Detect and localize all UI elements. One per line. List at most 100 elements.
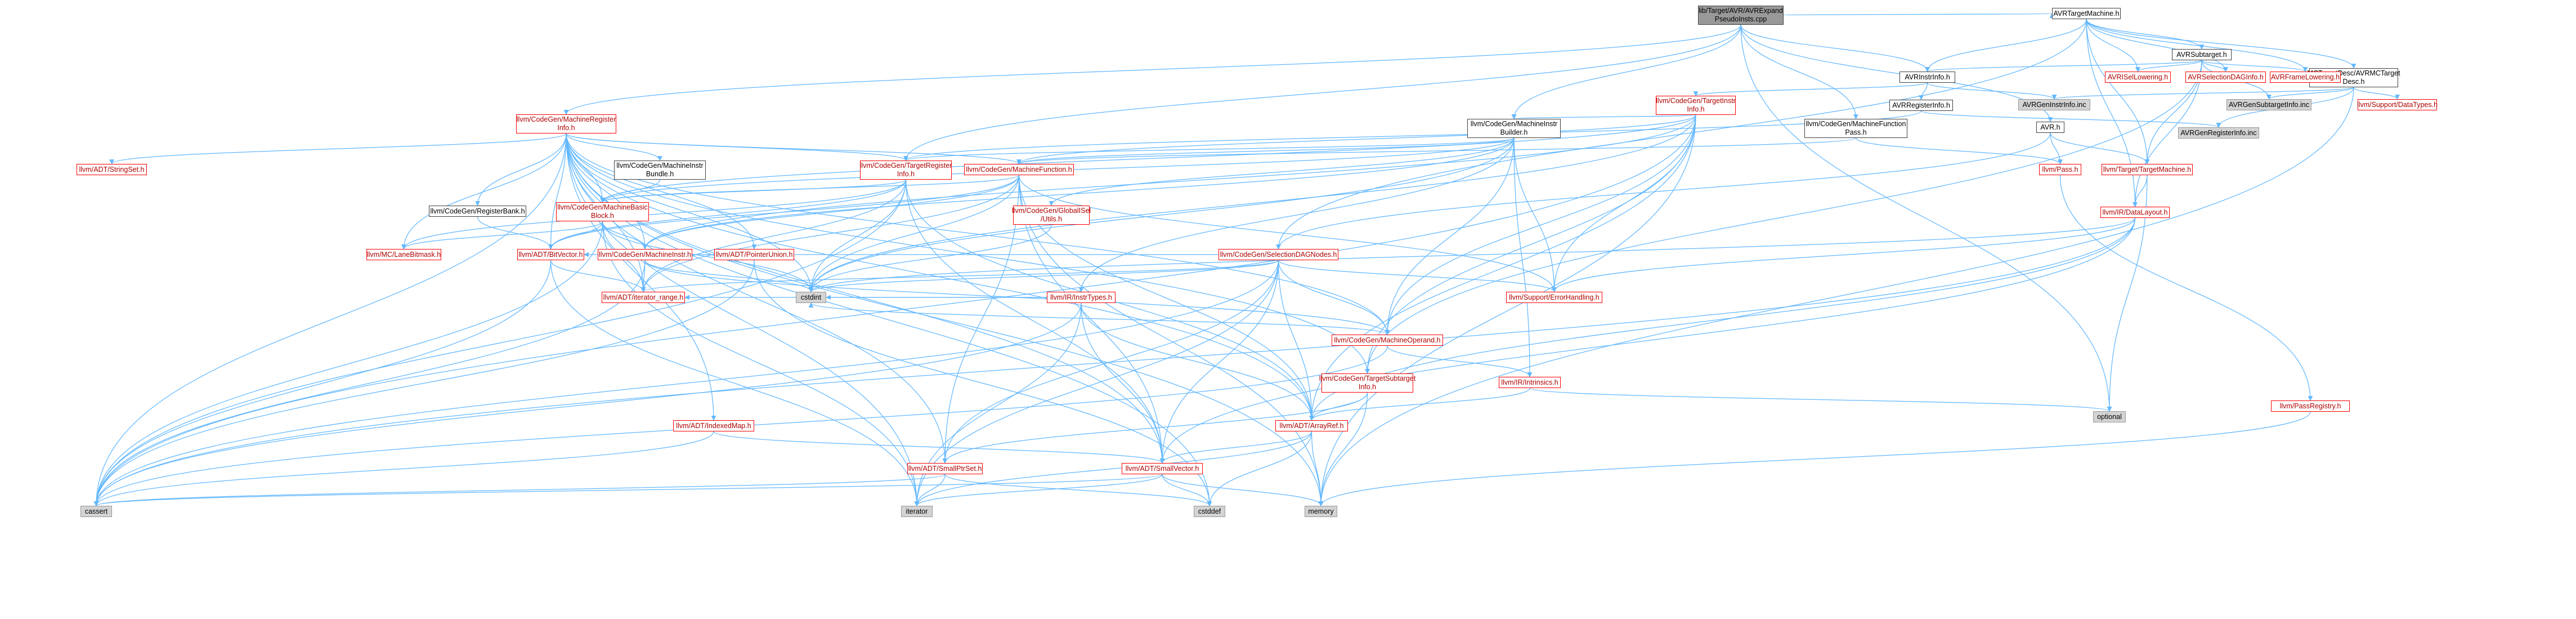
include-edge-avr_ii-to-tii [1693,82,1928,96]
node-adt-bit-vector[interactable]: llvm/ADT/BitVector.h [517,249,584,260]
include-edge-mctd-to-memory [1318,87,2354,506]
node-machine-function[interactable]: llvm/CodeGen/MachineFunction.h [964,164,1074,175]
include-edge-mf-to-smallvector [1018,175,1165,464]
node-llvm-pass[interactable]: llvm/Pass.h [2039,164,2081,175]
node-avr-frame-lowering[interactable]: AVRFrameLowering.h [2270,72,2341,83]
include-edge-mi-to-cassert [93,260,646,506]
node-pass-registry[interactable]: llvm/PassRegistry.h [2271,400,2350,412]
node-avr-isel-lowering[interactable]: AVRISelLowering.h [2105,72,2171,83]
include-edge-tri-to-smallvector [905,179,1165,464]
node-cstddef[interactable]: cstddef [1194,506,1225,517]
include-edge-sdnodes-to-arrayref [1278,260,1314,421]
node-ir-data-layout[interactable]: llvm/IR/DataLayout.h [2100,207,2170,218]
include-edge-root-to-optional [1740,24,2112,412]
node-iterator[interactable]: iterator [901,506,933,517]
node-avr-gen-instr-info[interactable]: AVRGenInstrInfo.inc [2018,99,2090,110]
node-target-target-machine[interactable]: llvm/Target/TargetMachine.h [2102,164,2193,175]
include-edge-mri-to-mi [566,133,648,250]
node-machine-instr[interactable]: llvm/CodeGen/MachineInstr.h [598,249,692,260]
node-support-data-types[interactable]: llvm/Support/DataTypes.h [2357,99,2438,110]
node-target-instr-info[interactable]: llvm/CodeGen/TargetInstr Info.h [1656,96,1736,115]
node-machine-basic-block[interactable]: llvm/CodeGen/MachineBasic Block.h [556,202,649,221]
node-machine-register-info[interactable]: llvm/CodeGen/MachineRegister Info.h [516,114,616,133]
node-adt-small-vector[interactable]: llvm/ADT/SmallVector.h [1122,463,1203,474]
node-machine-function-pass[interactable]: llvm/CodeGen/MachineFunction Pass.h [1804,119,1907,138]
include-edge-tri-to-iter_range [640,179,907,292]
include-edge-mbb-to-iterator [602,221,920,506]
node-avr-h[interactable]: AVR.h [2036,122,2064,133]
node-avr-gen-subtarget-info[interactable]: AVRGenSubtargetInfo.inc [2226,99,2311,110]
include-edge-datalayout-to-cassert [93,217,2136,506]
include-edge-intrinsics-to-optional [1529,388,2112,412]
node-memory[interactable]: memory [1305,506,1337,517]
node-adt-iterator-range[interactable]: llvm/ADT/iterator_range.h [602,292,685,303]
node-avr-selection-dag-info[interactable]: AVRSelectionDAGInfo.h [2185,72,2266,83]
include-edge-instrtypes-to-smallvector [1081,302,1165,464]
node-adt-string-set[interactable]: llvm/ADT/StringSet.h [77,164,147,175]
include-edge-mf-to-memory [1018,175,1324,506]
node-avr-register-info[interactable]: AVRRegisterInfo.h [1889,100,1953,111]
node-machine-operand[interactable]: llvm/CodeGen/MachineOperand.h [1332,335,1443,346]
node-support-error-handling[interactable]: llvm/Support/ErrorHandling.h [1506,292,1602,303]
include-edge-bitvector-to-cassert [93,260,552,506]
include-edge-mo-to-cstdint [808,302,1388,335]
include-edge-passregistry-to-memory [1318,411,2311,506]
include-edge-tii-to-mf [1016,114,1696,164]
include-edge-root-to-mib [1511,24,1741,119]
include-edge-bitvector-to-iter_range [550,260,646,292]
node-root[interactable]: lib/Target/AVR/AVRExpand PseudoInsts.cpp [1698,6,1784,25]
include-edge-tii-to-tsi [1365,114,1696,374]
include-edge-avr_st-to-tsi [1365,60,2202,374]
node-adt-small-ptr-set[interactable]: llvm/ADT/SmallPtrSet.h [907,463,983,474]
include-edge-mib-to-cstdint [808,137,1515,292]
include-edge-sdnodes-to-iterator [914,260,1279,506]
include-edge-avr_tm-to-avr_ii [1925,19,2087,72]
node-ir-intrinsics[interactable]: llvm/IR/Intrinsics.h [1499,377,1561,388]
include-edge-avr_st-to-avr_frame [2201,60,2308,72]
include-edge-avr_st-to-avr_isel [2135,60,2202,72]
include-edge-smallvector-to-cassert [94,474,1163,506]
node-machine-instr-bundle[interactable]: llvm/CodeGen/MachineInstr Bundle.h [614,161,706,180]
node-avr-instr-info[interactable]: AVRInstrInfo.h [1899,72,1955,83]
include-edge-smallptrset-to-iterator [914,474,946,506]
node-ir-instr-types[interactable]: llvm/IR/InstrTypes.h [1047,292,1115,303]
include-edge-bitvector-to-iterator [550,260,920,506]
include-edge-mib-to-instrtypes [1078,137,1515,292]
include-edge-avr_tm-to-target_tm [2086,19,2150,164]
node-mc-lane-bitmask[interactable]: llvm/MC/LaneBitmask.h [366,249,441,260]
node-adt-array-ref[interactable]: llvm/ADT/ArrayRef.h [1275,420,1348,431]
node-cassert[interactable]: cassert [80,506,112,517]
node-avr-gen-register-info[interactable]: AVRGenRegisterInfo.inc [2178,127,2259,139]
node-selection-dag-nodes[interactable]: llvm/CodeGen/SelectionDAGNodes.h [1218,249,1338,260]
include-edge-mctd-to-gen_instr [2052,87,2354,100]
include-edge-pass-to-passregistry [2059,175,2313,401]
include-edge-mbb-to-mi [602,221,648,250]
node-cstdint[interactable]: cstdint [796,292,826,303]
include-edge-indexedmap-to-smallvector [713,431,1165,464]
include-edge-mfp-to-mf [1016,137,1857,164]
node-target-subtarget-info[interactable]: llvm/CodeGen/TargetSubtarget Info.h [1319,373,1415,393]
node-adt-indexed-map[interactable]: llvm/ADT/IndexedMap.h [673,420,754,431]
include-edge-mri-to-cassert [93,133,567,506]
node-avr-subtarget[interactable]: AVRSubtarget.h [2172,49,2232,60]
include-edge-avr_tm-to-avr_sdag [2086,19,2228,72]
include-edge-avr_st-to-avr_ii [1925,60,2202,72]
node-target-register-info[interactable]: llvm/CodeGen/TargetRegister Info.h [860,161,952,180]
include-edge-mib-to-mf [1016,137,1515,164]
node-adt-pointer-union[interactable]: llvm/ADT/PointerUnion.h [714,249,794,260]
node-globalisel-utils[interactable]: llvm/CodeGen/GlobalISel /Utils.h [1012,206,1091,225]
include-edge-tsi-to-memory [1318,392,1368,506]
node-avr-target-machine[interactable]: AVRTargetMachine.h [2052,8,2121,19]
node-machine-instr-builder[interactable]: llvm/CodeGen/MachineInstr Builder.h [1467,119,1561,138]
include-edge-tii-to-mo [1385,114,1696,335]
include-edge-mri-to-mibundle [566,133,662,161]
node-optional[interactable]: optional [2093,411,2126,422]
include-edge-mri-to-stringset [109,133,567,164]
include-edge-mri-to-cstdint [566,133,814,292]
include-edge-root-to-avr_tm [1783,13,2053,19]
include-edge-arrayref-to-memory [1311,431,1324,506]
include-edge-root-to-mri [563,24,1741,115]
include-edge-smallvector-to-iterator [914,474,1163,506]
node-register-bank[interactable]: llvm/CodeGen/RegisterBank.h [429,206,526,217]
